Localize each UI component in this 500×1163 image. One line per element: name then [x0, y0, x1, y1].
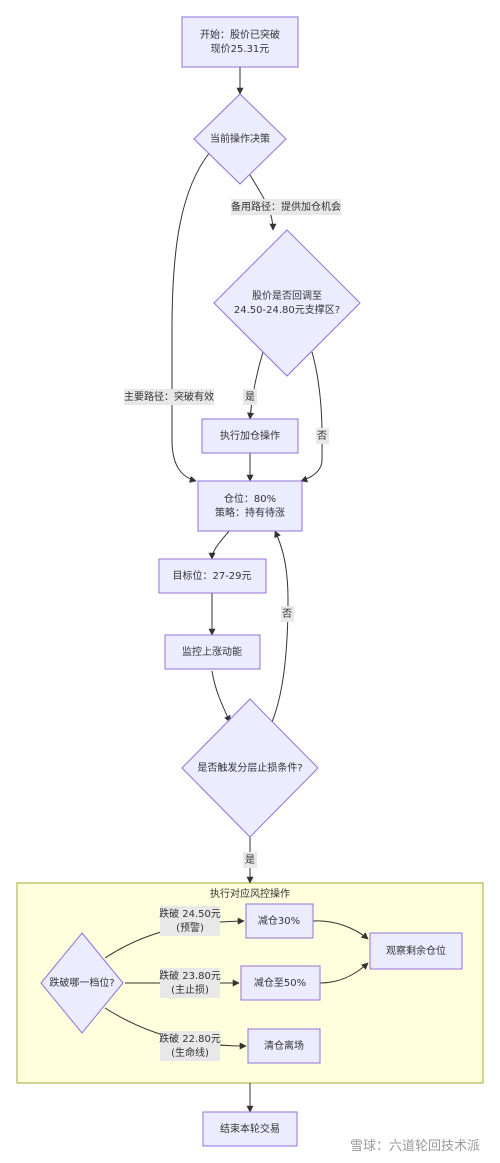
node-target-label-line-0: 目标位：27-29元	[172, 569, 251, 582]
monitor-node	[164, 634, 261, 670]
edge-pullback-position-no	[300, 351, 323, 483]
edge-lvl1-label-line-0: 跌破 24.50元	[159, 907, 221, 920]
node-add-position-label-line-0: 执行加仓操作	[220, 429, 280, 442]
node-end-label-line-0: 结束本轮交易	[220, 1122, 280, 1135]
target-node	[158, 558, 267, 594]
edge-reduce50-observe	[319, 962, 369, 984]
node-which-level-label-line-0: 跌破哪一档位?	[49, 976, 114, 989]
edge-lvl2-label-line-0: 跌破 23.80元	[159, 969, 221, 982]
node-start-label-line-0: 开始：股价已突破	[200, 28, 280, 41]
edge-yes-stop-label-line-0: 是	[245, 854, 255, 866]
edge-decision-position-main	[171, 151, 211, 483]
node-reduce30-label-line-0: 减仓30%	[258, 914, 300, 927]
edge-label-bg-yes-add	[243, 389, 257, 405]
edge-no-loop-label-line-0: 否	[282, 608, 292, 620]
end-node	[202, 1111, 298, 1147]
edge-label-bg-no-pos	[316, 428, 329, 444]
node-observe-label-line-0: 观察剩余仓位	[386, 944, 446, 957]
edge-monitor-stopcheck	[211, 670, 231, 723]
edge-stopcheck-position-loop	[271, 530, 289, 723]
node-pullback-label-line-1: 24.50-24.80元支撑区?	[234, 303, 340, 316]
observe-node	[369, 932, 463, 970]
edge-label-bg-main	[124, 389, 214, 405]
edge-label-bg-yes-stop	[243, 852, 257, 868]
node-pullback-label-line-0: 股价是否回调至	[252, 290, 322, 302]
clear-node	[247, 1028, 321, 1064]
edge-lvl3-label-line-1: (生命线)	[171, 1046, 209, 1059]
edge-lvl3-label-line-0: 跌破 22.80元	[159, 1032, 221, 1045]
decision-node	[193, 93, 287, 185]
edge-yes-add-label-line-0: 是	[245, 391, 255, 403]
node-clear-label-line-0: 清仓离场	[264, 1039, 304, 1052]
node-decision-label-line-0: 当前操作决策	[210, 132, 270, 145]
edge-label-bg-lvl2	[160, 968, 220, 998]
node-position-label-line-0: 仓位：80%	[224, 492, 276, 505]
add-position-node	[201, 418, 299, 454]
edge-no-pos-label-line-0: 否	[317, 430, 327, 442]
edge-position-target	[208, 529, 231, 560]
node-monitor-label-line-0: 监控上涨动能	[182, 645, 242, 658]
edge-main-label-line-0: 主要路径：突破有效	[124, 390, 214, 403]
edge-lvl2-label-line-1: (主止损)	[171, 983, 209, 996]
node-reduce50-label-line-0: 减仓至50%	[254, 976, 306, 989]
node-stop-check-label-line-0: 是否触发分层止损条件?	[197, 761, 302, 774]
edge-backup-label-line-0: 备用路径：提供加仓机会	[231, 200, 341, 213]
watermark: 雪球：六道轮回技术派	[350, 1139, 480, 1154]
edge-pullback-add	[247, 351, 264, 420]
edge-label-bg-lvl3	[160, 1031, 220, 1061]
pullback-node	[213, 229, 361, 377]
edge-lvl1-label-line-1: (预警)	[176, 921, 204, 934]
edge-label-bg-backup	[231, 199, 341, 215]
start-node	[181, 16, 299, 68]
edge-label-bg-lvl1	[160, 906, 220, 936]
node-position-label-line-1: 策略：持有待涨	[215, 506, 285, 519]
node-start-label-line-1: 现价25.31元	[211, 43, 270, 55]
cluster-title: 执行对应风控操作	[210, 887, 290, 900]
edge-label-bg-no-loop	[281, 606, 294, 622]
which-level-node	[40, 932, 124, 1034]
stop-check-node	[181, 698, 319, 838]
reduce50-node	[240, 965, 321, 1001]
reduce30-node	[245, 903, 314, 939]
edge-reduce30-observe	[312, 920, 369, 940]
position-node	[197, 480, 303, 532]
